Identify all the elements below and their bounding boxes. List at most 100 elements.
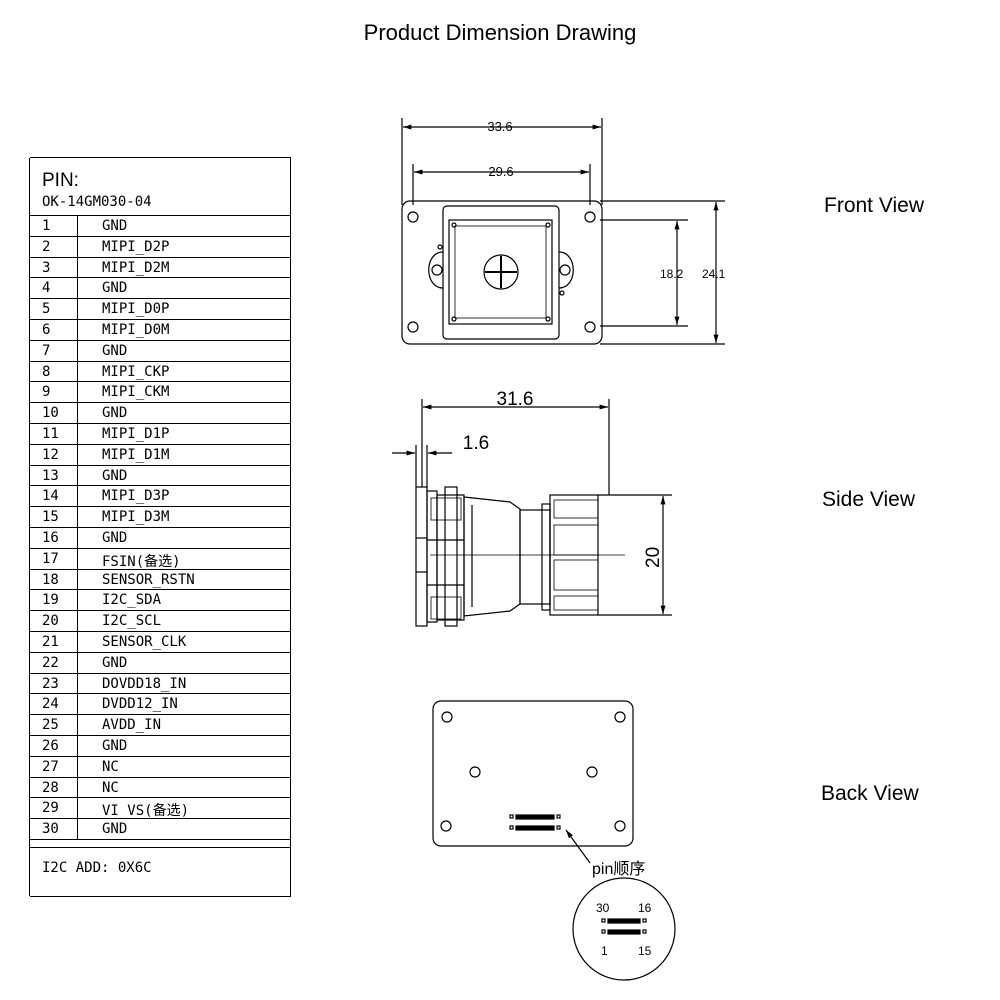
pin-number: 21 (42, 633, 59, 650)
dim-front-height-inner: 18.2 (660, 267, 684, 281)
i2c-address: I2C ADD: 0X6C (42, 860, 152, 876)
pin-row: 3 MIPI_D2M (30, 257, 290, 279)
pin-number: 2 (42, 238, 51, 255)
pin-number: 15 (42, 509, 59, 526)
pin-signal: MIPI_D0M (102, 321, 170, 338)
pin-signal: MIPI_CKP (102, 363, 170, 380)
pin-row: 20 I2C_SCL (30, 611, 290, 632)
pin-number: 30 (42, 821, 59, 838)
pin-number: 19 (42, 592, 59, 609)
dim-front-width-inner: 29.6 (488, 164, 513, 179)
pin-model-number: OK-14GM030-04 (42, 194, 152, 210)
back-view-drawing (432, 700, 676, 981)
pin-signal: DOVDD18_IN (102, 675, 187, 692)
pin-signal: NC (102, 779, 119, 796)
pin-header-label: PIN: (42, 170, 79, 191)
dim-front-height-outer: 24.1 (702, 267, 726, 281)
pin-signal: MIPI_D2M (102, 259, 170, 276)
pin-number: 9 (42, 384, 51, 401)
pin-signal: GND (102, 821, 128, 838)
pin-number: 17 (42, 550, 59, 567)
pin-signal: GND (102, 654, 128, 671)
pin-row: 22 GND (30, 652, 290, 674)
pin-order-top-right: 16 (638, 901, 652, 915)
pin-signal: MIPI_D2P (102, 238, 170, 255)
pin-signal: GND (102, 342, 128, 359)
pin-signal: AVDD_IN (102, 717, 162, 734)
pin-row: 10 GND (30, 403, 290, 424)
pin-number: 4 (42, 280, 51, 297)
pin-row: 21 SENSOR_CLK (30, 631, 290, 653)
pin-row: 26 GND (30, 735, 290, 757)
pin-row: 30 GND (30, 819, 290, 840)
pin-row: 8 MIPI_CKP (30, 361, 290, 383)
pin-number: 7 (42, 342, 51, 359)
pin-row: 11 MIPI_D1P (30, 423, 290, 445)
page-title: Product Dimension Drawing (363, 20, 637, 45)
pin-number: 11 (42, 425, 59, 442)
pin-signal: MIPI_D1M (102, 446, 170, 463)
pin-table-header: PIN: OK-14GM030-04 (30, 158, 290, 216)
pin-row: 2 MIPI_D2P (30, 236, 290, 258)
pin-row: 12 MIPI_D1M (30, 444, 290, 466)
side-view-label: Side View (822, 488, 916, 511)
pin-number: 14 (42, 488, 59, 505)
pin-signal: I2C_SCL (102, 613, 162, 630)
pin-signal: MIPI_D1P (102, 425, 170, 442)
pin-number: 10 (42, 405, 59, 422)
pin-signal: GND (102, 467, 128, 484)
pin-number: 18 (42, 571, 59, 588)
pin-number: 16 (42, 529, 59, 546)
pin-number: 26 (42, 737, 59, 754)
pin-table-footer: I2C ADD: 0X6C (30, 847, 290, 896)
pin-signal: GND (102, 280, 128, 297)
pin-number: 22 (42, 654, 59, 671)
pin-signal: GND (102, 405, 128, 422)
pin-signal: SENSOR_RSTN (102, 571, 195, 588)
pin-row: 19 I2C_SDA (30, 590, 290, 612)
side-view-drawing (392, 399, 672, 627)
pin-number: 12 (42, 446, 59, 463)
pin-row: 4 GND (30, 278, 290, 300)
pin-row: 25 AVDD_IN (30, 715, 290, 736)
pin-number: 3 (42, 259, 51, 276)
pin-signal: FSIN(备选) (102, 553, 181, 570)
pin-signal: I2C_SDA (102, 592, 162, 609)
front-view-drawing (401, 118, 725, 345)
pin-number: 25 (42, 717, 59, 734)
pin-row: 18 SENSOR_RSTN (30, 569, 290, 591)
pin-number: 13 (42, 467, 59, 484)
pin-number: 28 (42, 779, 59, 796)
pin-number: 24 (42, 696, 59, 713)
dim-side-diameter: 20 (643, 547, 664, 568)
pin-row: 15 MIPI_D3M (30, 507, 290, 528)
pin-row: 16 GND (30, 527, 290, 549)
pin-signal: GND (102, 737, 128, 754)
pin-number: 20 (42, 613, 59, 630)
pin-row: 13 GND (30, 465, 290, 487)
pin-number: 29 (42, 800, 59, 817)
pin-row: 24 DVDD12_IN (30, 694, 290, 716)
pin-row: 28 NC (30, 777, 290, 799)
pin-order-label: pin顺序 (592, 860, 645, 878)
dim-side-board: 1.6 (463, 433, 489, 454)
pin-signal: GND (102, 529, 128, 546)
pin-row: 17 FSIN(备选) (30, 548, 290, 570)
pin-signal: MIPI_D3M (102, 509, 170, 526)
pin-order-bottom-left: 1 (601, 944, 608, 958)
pin-number: 27 (42, 758, 59, 775)
pin-signal: SENSOR_CLK (102, 633, 187, 650)
pin-signal: NC (102, 758, 119, 775)
pin-row: 7 GND (30, 340, 290, 362)
pin-signal: DVDD12_IN (102, 696, 178, 713)
pin-number: 8 (42, 363, 51, 380)
dim-side-length: 31.6 (497, 389, 534, 410)
front-view-label: Front View (824, 194, 924, 217)
